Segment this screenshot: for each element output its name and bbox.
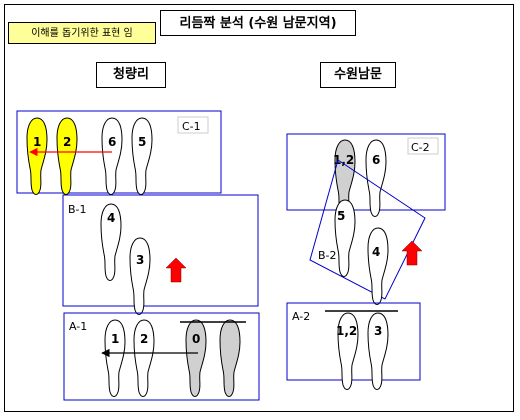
foot-b2-4 — [367, 227, 389, 305]
box-b1 — [62, 194, 259, 307]
box-c1-label: C-1 — [182, 120, 201, 133]
box-b2-label: B-2 — [318, 249, 337, 262]
location-right-label: 수원남문 — [320, 62, 396, 88]
diagram-title: 리듬짝 분석 (수원 남문지역) — [160, 10, 356, 36]
box-c2-label-bg — [407, 137, 439, 155]
foot-c2-6-number: 6 — [372, 153, 380, 167]
foot-c1-2-number: 2 — [63, 135, 71, 149]
foot-a2-3-number: 3 — [374, 324, 382, 338]
foot-c1-5-number: 5 — [138, 135, 146, 149]
diagram-frame — [4, 4, 514, 412]
foot-b1-3 — [129, 237, 151, 315]
foot-c1-6 — [101, 117, 123, 195]
foot-c2-12-number: 1,2 — [333, 153, 354, 167]
box-b1-label: B-1 — [68, 203, 87, 216]
box-c2-label: C-2 — [411, 141, 430, 154]
foot-c1-5 — [131, 117, 153, 195]
foot-a2-12-number: 1,2 — [336, 324, 357, 338]
box-c1 — [16, 110, 222, 194]
foot-c1-1-number: 1 — [33, 135, 41, 149]
box-a2 — [286, 302, 421, 381]
foot-a1-gray — [219, 319, 241, 397]
box-b2 — [309, 159, 426, 300]
foot-c2-6 — [365, 139, 387, 217]
foot-a1-2-number: 2 — [140, 332, 148, 346]
foot-b1-3-number: 3 — [136, 253, 144, 267]
foot-b2-5-number: 5 — [337, 209, 345, 223]
box-a1 — [63, 312, 260, 401]
foot-c1-6-number: 6 — [108, 135, 116, 149]
foot-b1-4-number: 4 — [107, 211, 115, 225]
foot-a1-0-number: 0 — [192, 332, 200, 346]
explanation-note: 이해를 돕기위한 표현 임 — [8, 22, 156, 44]
foot-c1-1 — [26, 117, 48, 195]
box-a1-label: A-1 — [69, 320, 87, 333]
box-c1-label-bg — [177, 116, 209, 134]
red-up-arrow-b1 — [165, 257, 187, 283]
foot-c1-2 — [56, 117, 78, 195]
box-c2 — [286, 133, 446, 211]
red-up-arrow-b2 — [401, 240, 423, 266]
box-a2-label: A-2 — [292, 310, 310, 323]
location-left-label: 청량리 — [96, 62, 166, 88]
foot-b2-4-number: 4 — [372, 245, 380, 259]
foot-a1-1-number: 1 — [111, 332, 119, 346]
